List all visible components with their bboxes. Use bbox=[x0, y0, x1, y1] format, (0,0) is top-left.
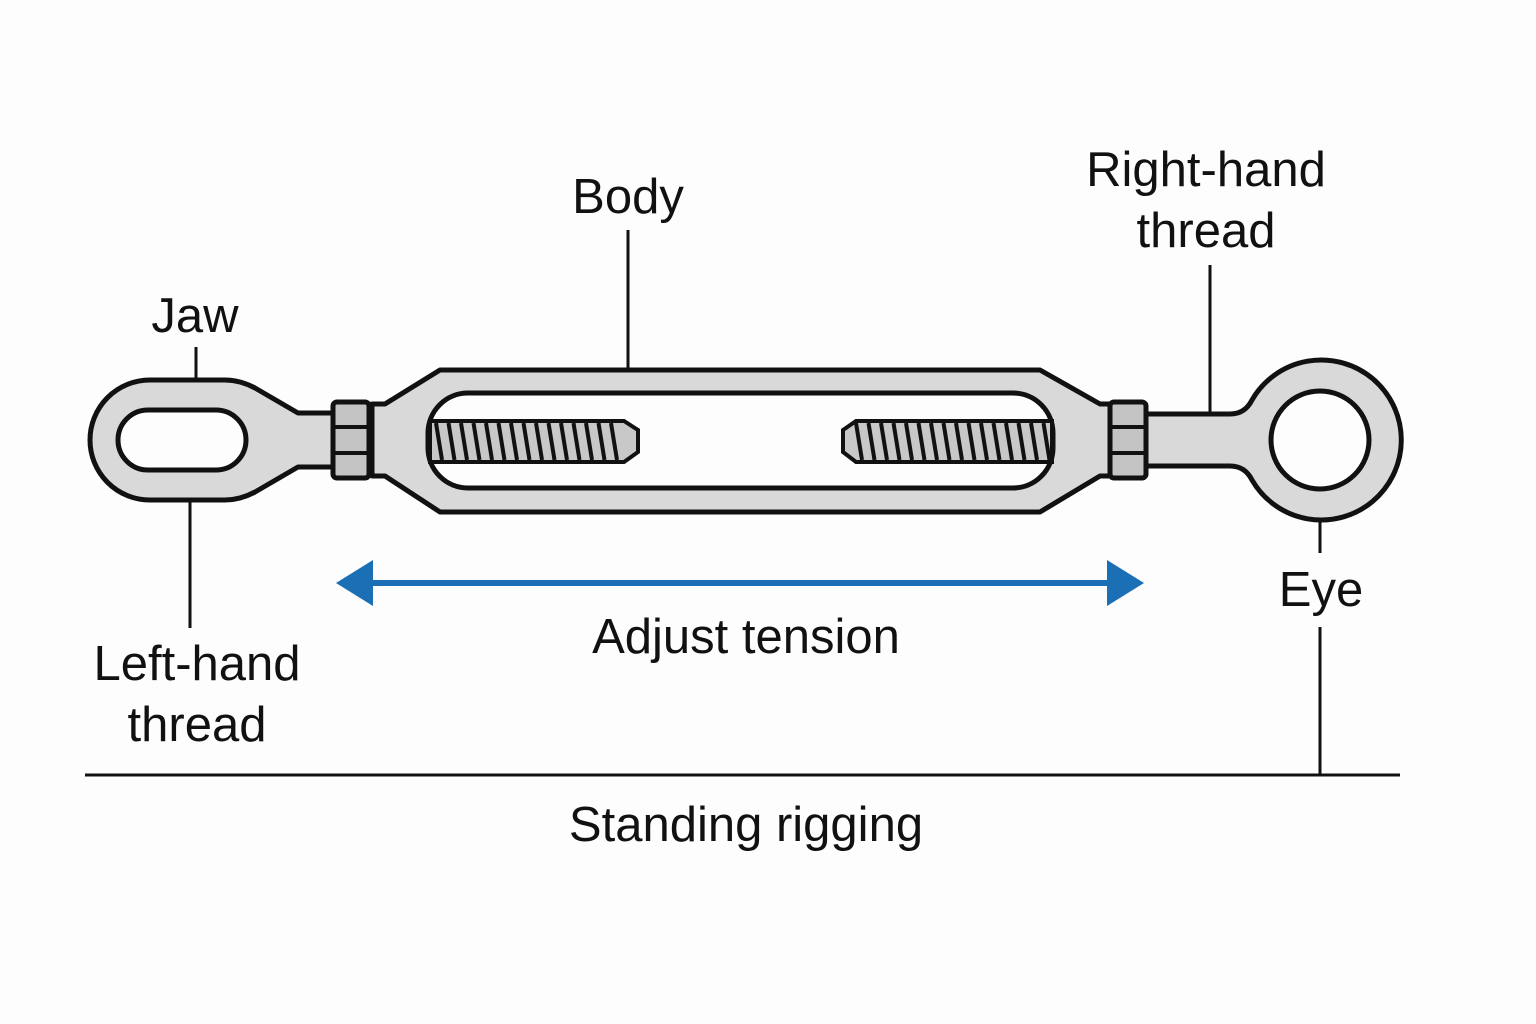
thread-stripe bbox=[991, 422, 1002, 461]
thread-stripe bbox=[1029, 422, 1039, 461]
thread-stripe bbox=[596, 422, 607, 461]
thread-stripe bbox=[879, 422, 889, 461]
thread-stripe bbox=[459, 422, 469, 461]
thread-stripe bbox=[509, 422, 519, 461]
right-thread-label-line1: Right-hand bbox=[1086, 143, 1326, 197]
right-threaded-rod bbox=[841, 419, 1054, 464]
arrowhead-right-icon bbox=[1107, 560, 1144, 606]
jaw bbox=[87, 377, 337, 503]
thread-stripe bbox=[571, 422, 582, 461]
thread-stripe bbox=[1041, 422, 1052, 461]
thread-stripe bbox=[559, 422, 569, 461]
thread-stripe bbox=[891, 422, 902, 461]
thread-stripe bbox=[484, 422, 494, 461]
eye bbox=[1143, 357, 1404, 523]
left-threaded-rod bbox=[428, 419, 640, 464]
eye-label: Eye bbox=[1279, 563, 1363, 617]
thread-stripe bbox=[979, 422, 989, 461]
thread-stripe bbox=[521, 422, 532, 461]
standing-rigging-label: Standing rigging bbox=[569, 798, 923, 852]
left-thread-label-line1: Left-hand bbox=[93, 637, 300, 691]
thread-stripe bbox=[1016, 422, 1027, 461]
jaw-label: Jaw bbox=[151, 289, 239, 343]
thread-stripe bbox=[954, 422, 964, 461]
thread-stripe bbox=[916, 422, 927, 461]
thread-stripe bbox=[434, 422, 444, 461]
thread-stripe bbox=[496, 422, 507, 461]
thread-stripe bbox=[941, 422, 952, 461]
left-nut bbox=[330, 399, 372, 481]
thread-stripe bbox=[446, 422, 457, 461]
thread-stripe bbox=[534, 422, 544, 461]
thread-stripe bbox=[584, 422, 594, 461]
thread-stripe bbox=[471, 422, 482, 461]
thread-stripe bbox=[929, 422, 939, 461]
thread-stripe bbox=[966, 422, 977, 461]
adjust-tension-label: Adjust tension bbox=[592, 610, 900, 664]
right-thread-label-line2: thread bbox=[1137, 204, 1276, 258]
thread-stripe bbox=[1004, 422, 1014, 461]
adjust-tension-arrow bbox=[336, 560, 1144, 606]
body bbox=[369, 367, 1113, 515]
arrowhead-left-icon bbox=[336, 560, 373, 606]
thread-stripe bbox=[904, 422, 914, 461]
right-nut bbox=[1107, 399, 1149, 481]
left-thread-label-line2: thread bbox=[128, 698, 267, 752]
thread-stripe bbox=[546, 422, 557, 461]
body-label: Body bbox=[572, 170, 684, 224]
thread-stripe bbox=[866, 422, 877, 461]
thread-stripe bbox=[609, 422, 619, 461]
thread-stripe bbox=[854, 422, 864, 461]
